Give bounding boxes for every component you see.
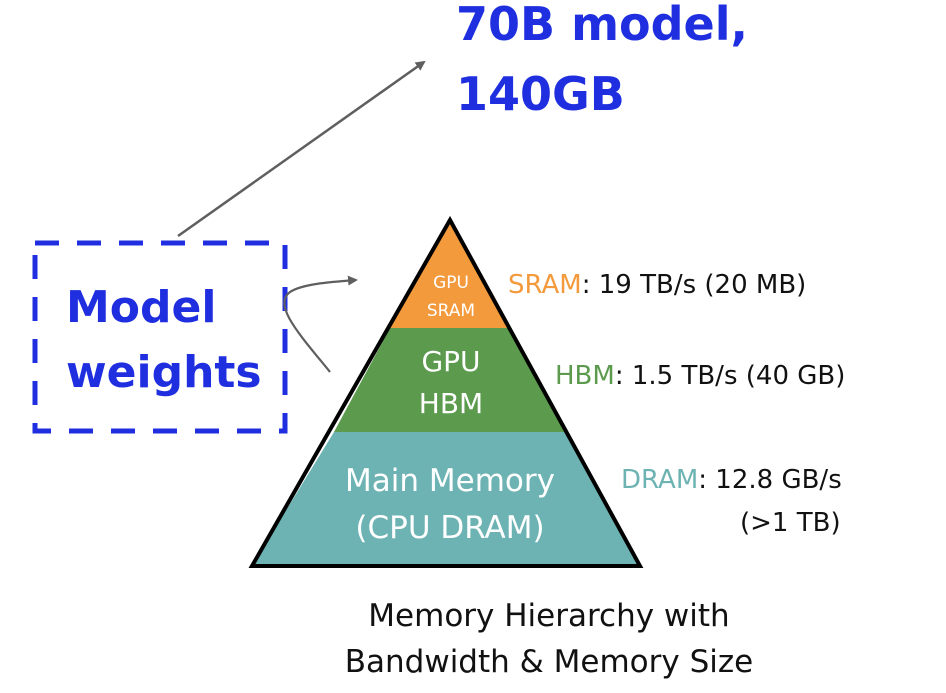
tier-hbm: [334, 328, 567, 432]
arrow-to-sram: [283, 275, 358, 373]
hbm-name: HBM: [555, 361, 615, 391]
sram-name: SRAM: [508, 270, 582, 300]
tier-dram: [252, 432, 640, 566]
pyramid-outline: [248, 215, 644, 568]
caption-line-1: Memory Hierarchy with: [368, 598, 729, 634]
arrow-to-model-size: [177, 60, 426, 238]
tier-dram-label-2: (CPU DRAM): [355, 510, 544, 546]
tier-dram-label-1: Main Memory: [345, 463, 555, 499]
dram-name: DRAM: [621, 465, 698, 495]
model-weights-box: [32, 240, 288, 434]
tier-sram-label-1: GPU: [433, 273, 469, 293]
headline-line-2: 140GB: [456, 67, 625, 121]
hbm-annotation: HBM: 1.5 TB/s (40 GB): [555, 361, 845, 391]
tier-sram-label-2: SRAM: [427, 301, 475, 321]
caption-line-2: Bandwidth & Memory Size: [345, 644, 753, 680]
model-weights-line-1: Model: [66, 282, 216, 333]
dram-detail: : 12.8 GB/s: [698, 465, 841, 495]
tier-hbm-label-1: GPU: [421, 345, 480, 378]
dram-annotation: DRAM: 12.8 GB/s: [621, 465, 842, 495]
sram-annotation: SRAM: 19 TB/s (20 MB): [508, 270, 806, 300]
sram-detail: : 19 TB/s (20 MB): [582, 270, 807, 300]
tier-sram: [390, 220, 510, 328]
dram-detail-line-2: (>1 TB): [740, 508, 841, 538]
model-weights-line-2: weights: [66, 347, 262, 398]
headline-line-1: 70B model,: [456, 0, 748, 51]
tier-hbm-label-2: HBM: [419, 387, 483, 420]
hbm-detail: : 1.5 TB/s (40 GB): [615, 361, 846, 391]
